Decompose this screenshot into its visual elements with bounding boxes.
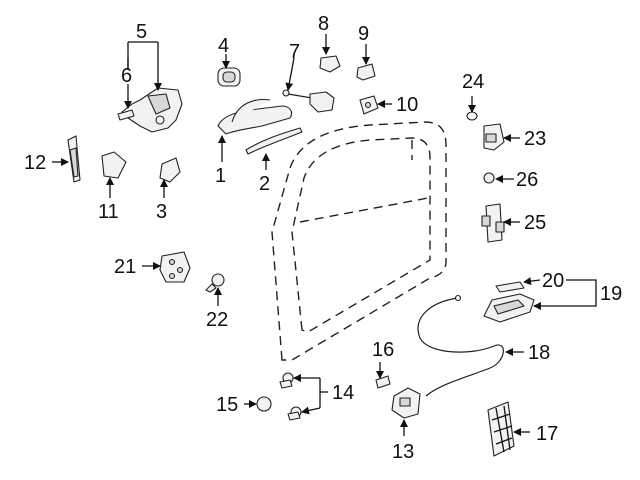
callout-25: 25	[524, 212, 546, 234]
callout-13: 13	[392, 441, 414, 463]
part-latch-housing	[117, 87, 183, 133]
callout-21: 21	[114, 256, 136, 278]
part-lock-rod	[282, 89, 335, 113]
callout-17: 17	[536, 423, 558, 445]
part-cover-9	[356, 63, 376, 81]
callout-19: 19	[600, 283, 622, 305]
leader-lines	[52, 34, 597, 436]
callout-11: 11	[98, 201, 119, 223]
callout-9: 9	[358, 23, 369, 45]
callout-22: 22	[206, 309, 228, 331]
part-16	[375, 375, 391, 389]
callout-7: 7	[289, 41, 300, 63]
callout-8: 8	[318, 13, 329, 35]
part-handle-gasket	[217, 67, 241, 87]
callout-6: 6	[121, 65, 132, 87]
callout-15: 15	[216, 394, 238, 416]
callout-20: 20	[542, 270, 564, 292]
part-latch-actuator	[391, 387, 421, 419]
part-cap-8	[319, 55, 341, 73]
callout-3: 3	[156, 201, 167, 223]
part-plug	[256, 396, 272, 412]
callout-23: 23	[524, 128, 546, 150]
part-outside-handle	[217, 99, 293, 135]
callout-26: 26	[516, 169, 538, 191]
part-release-cable	[417, 294, 504, 397]
part-25	[481, 203, 505, 243]
callout-12: 12	[24, 152, 46, 174]
callout-24: 24	[462, 71, 484, 93]
part-panel	[487, 401, 515, 457]
part-12	[67, 135, 81, 183]
callout-labels: 5 6 4 7 8 9 10 1 2 12 11 3 21 22 24 23 2…	[24, 13, 622, 463]
part-23	[483, 123, 505, 151]
callout-4: 4	[218, 35, 229, 57]
callout-16: 16	[372, 339, 394, 361]
callout-1: 1	[215, 165, 226, 187]
part-11	[101, 151, 127, 179]
part-24	[466, 111, 478, 121]
part-inside-handle	[483, 281, 535, 323]
callout-10: 10	[396, 94, 418, 116]
part-bolts	[279, 372, 302, 421]
part-26	[483, 172, 495, 184]
part-clip-10	[359, 95, 379, 115]
part-3	[159, 157, 181, 183]
callout-2: 2	[259, 173, 270, 195]
callout-14: 14	[332, 382, 354, 404]
part-22	[205, 273, 225, 293]
callout-18: 18	[528, 342, 550, 364]
part-handle-trim	[245, 127, 303, 155]
door-outline	[271, 121, 447, 361]
part-21	[159, 251, 191, 283]
callout-5: 5	[136, 21, 147, 43]
